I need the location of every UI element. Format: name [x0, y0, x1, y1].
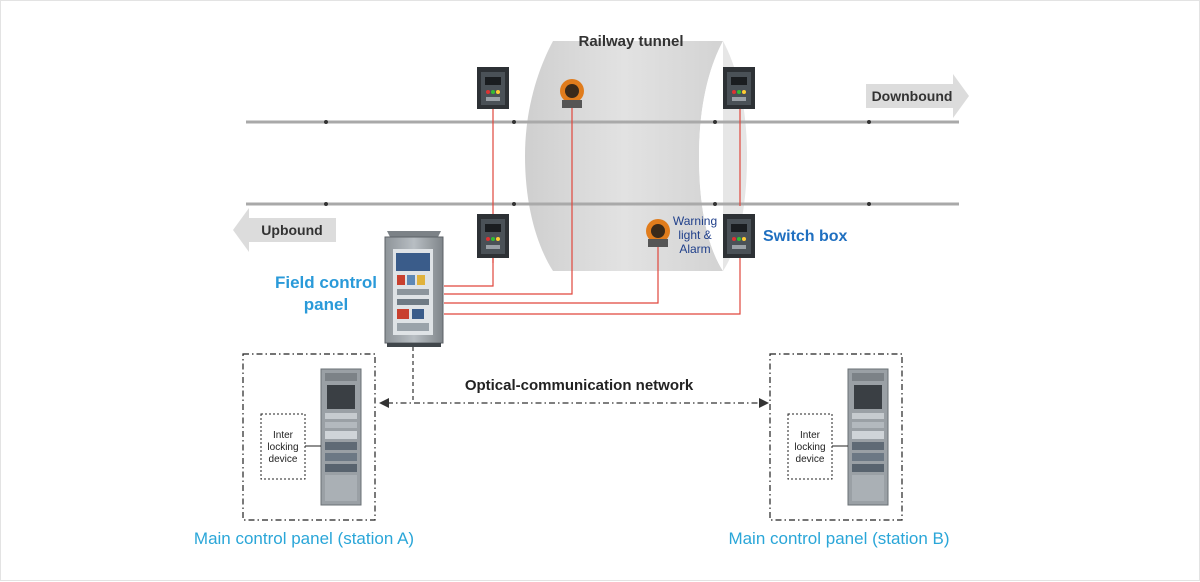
- railway-tunnel-label: Railway tunnel: [578, 33, 683, 50]
- switch-box-downbound-left: [477, 67, 509, 109]
- switch-box-label: Switch box: [763, 228, 848, 245]
- warning-label-line2: light &: [678, 228, 711, 242]
- warning-label-line3: Alarm: [679, 242, 710, 256]
- interlock-a-line1: Inter: [273, 430, 294, 441]
- warning-label-line1: Warning: [673, 214, 717, 228]
- interlock-a-line2: locking: [267, 442, 298, 453]
- field-panel-label-line1: Field control: [275, 273, 377, 292]
- optical-network-link: [379, 347, 769, 408]
- station-b-rack: [847, 368, 889, 506]
- switch-box-upbound-right: [723, 214, 755, 258]
- field-control-panel-cabinet: [384, 231, 444, 347]
- station-b-interlocking-device: Inter locking device: [787, 413, 848, 480]
- interlock-b-line2: locking: [794, 442, 825, 453]
- field-panel-label-line2: panel: [304, 295, 348, 314]
- warning-light-tunnel: [560, 79, 584, 108]
- track-upbound: [246, 202, 959, 206]
- upbound-arrow: [233, 208, 336, 252]
- switch-box-upbound-left: [477, 214, 509, 258]
- station-a-box: [242, 353, 376, 521]
- optical-network-label: Optical-communication network: [465, 377, 694, 394]
- station-a-rack: [320, 368, 362, 506]
- interlock-b-line3: device: [796, 454, 825, 465]
- station-b-box: [769, 353, 903, 521]
- main-panel-a-label: Main control panel (station A): [194, 529, 414, 548]
- upbound-label: Upbound: [261, 222, 322, 238]
- track-downbound: [246, 120, 959, 124]
- station-a-interlocking-device: Inter locking device: [260, 413, 321, 480]
- field-wiring: [444, 108, 741, 315]
- interlock-a-line3: device: [269, 454, 298, 465]
- main-panel-b-label: Main control panel (station B): [728, 529, 949, 548]
- warning-light-upbound: [646, 219, 670, 247]
- warning-light-label: Warning light & Alarm: [673, 214, 717, 256]
- downbound-arrow: [866, 74, 969, 118]
- interlock-b-line1: Inter: [800, 430, 821, 441]
- downbound-label: Downbound: [872, 88, 953, 104]
- switch-box-downbound-right: [723, 67, 755, 109]
- railway-tunnel: [525, 41, 747, 271]
